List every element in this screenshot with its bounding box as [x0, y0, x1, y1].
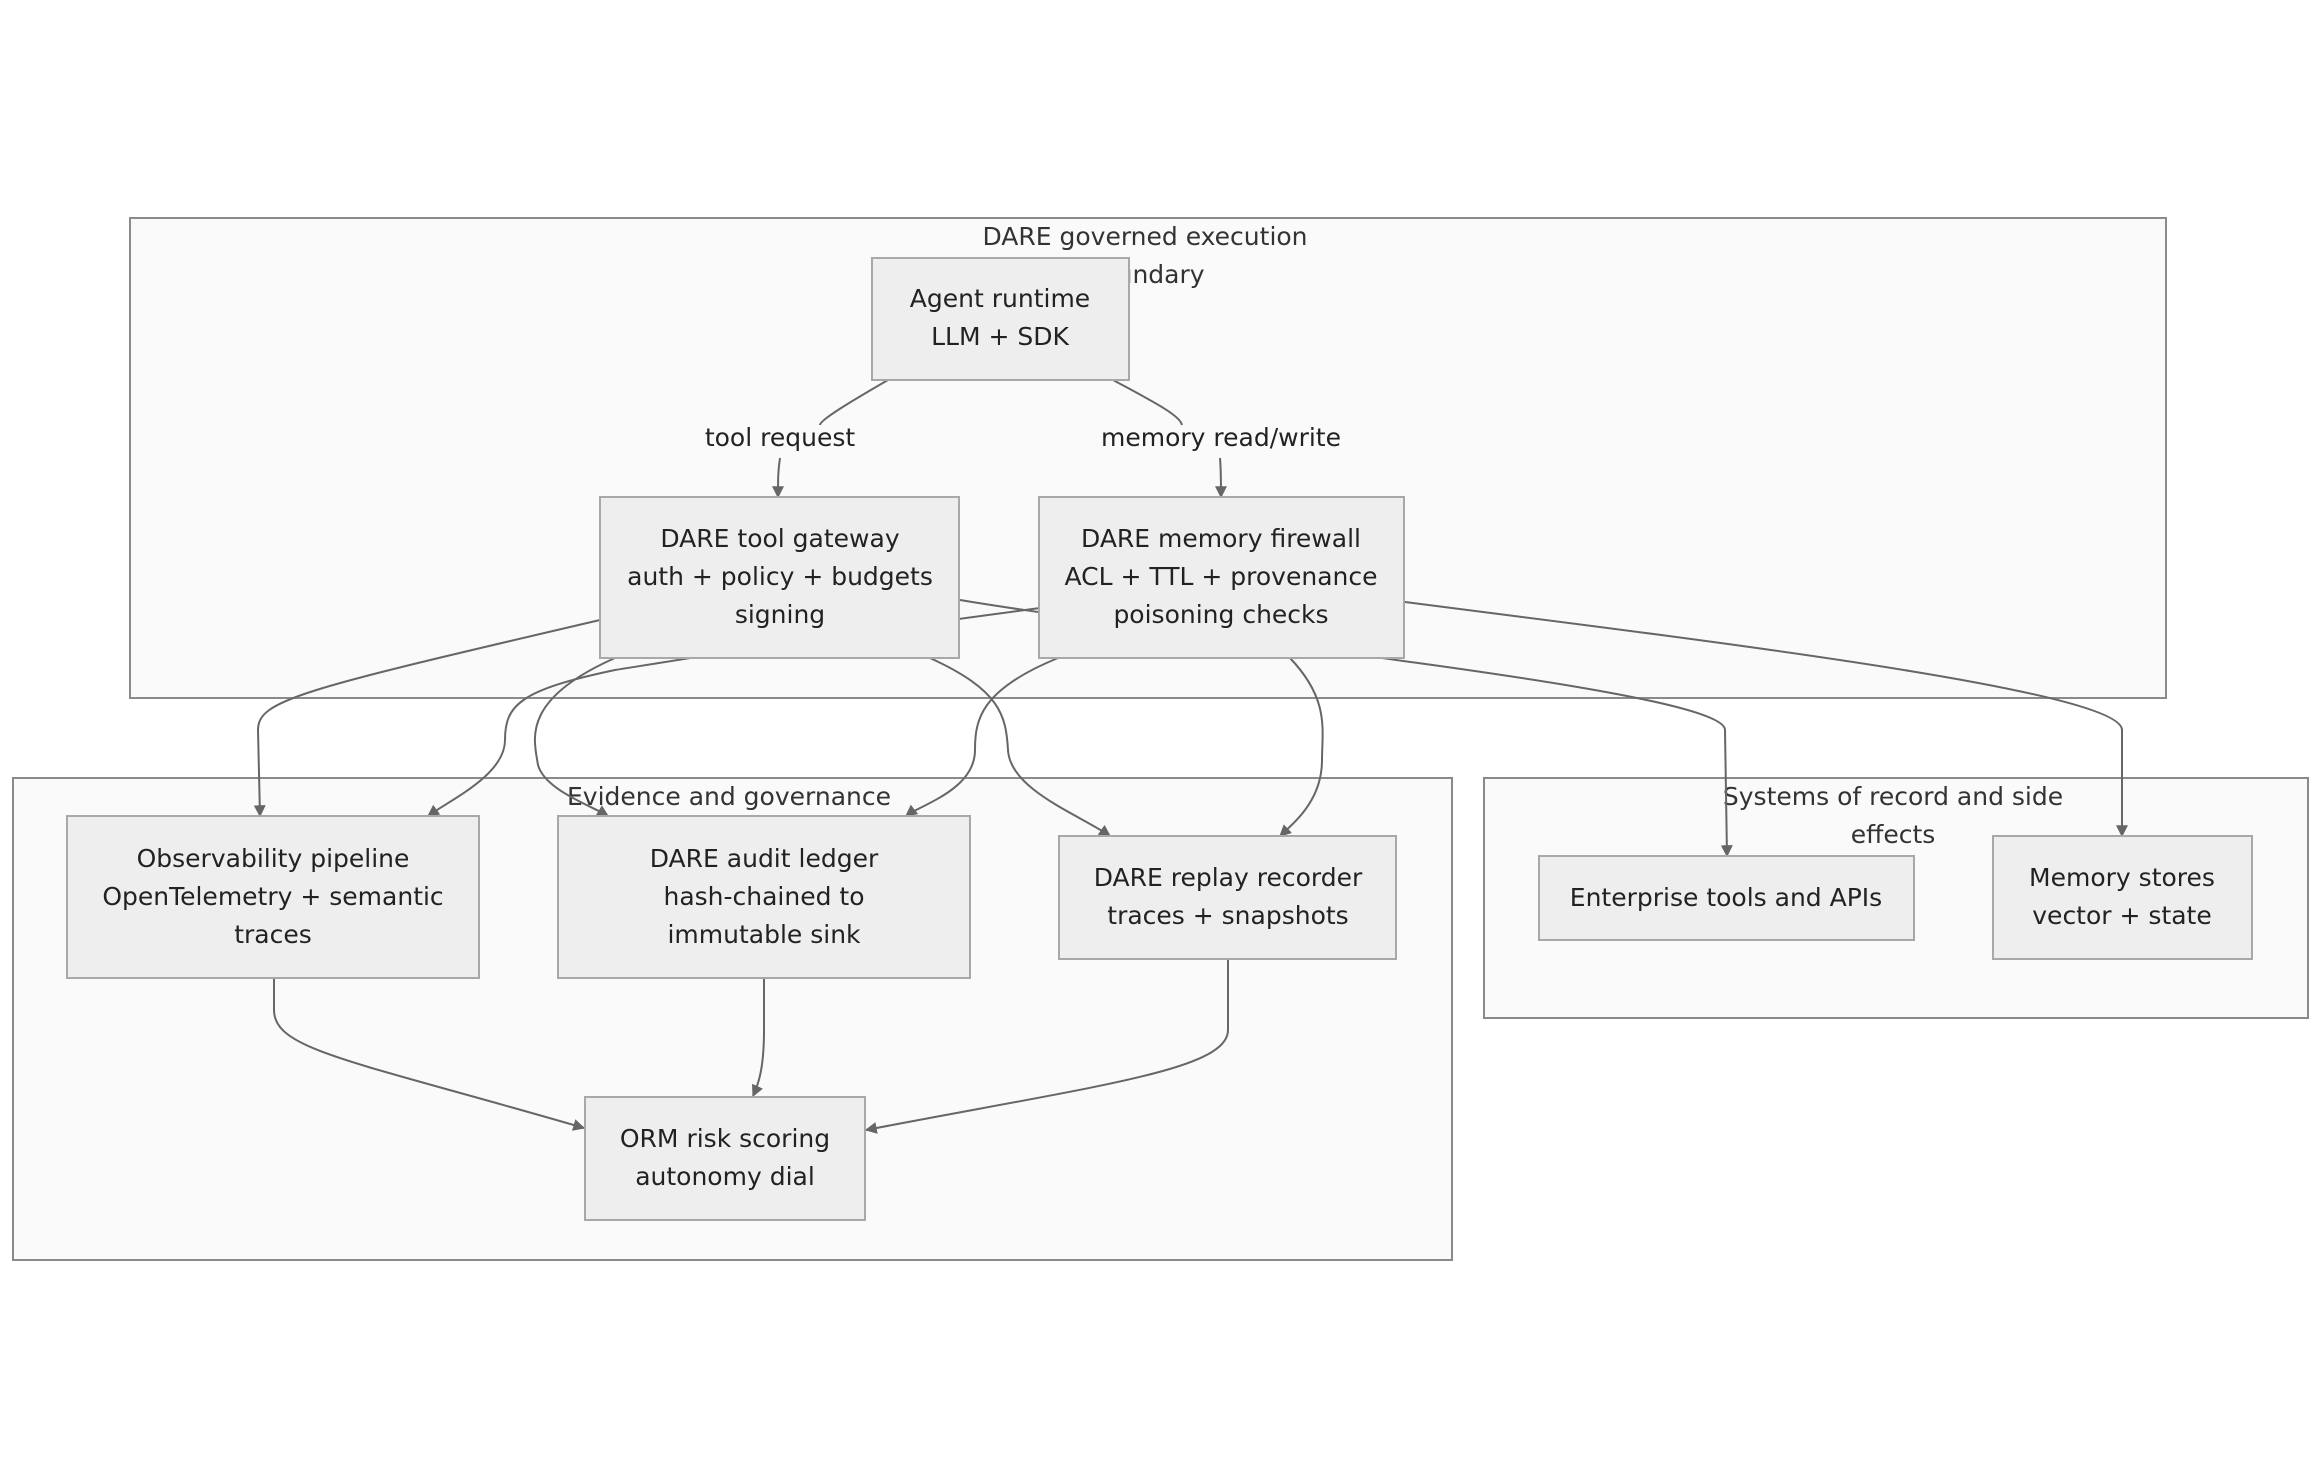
edge-label-tool-request: tool request	[705, 423, 856, 452]
node-memory-firewall-line2: ACL + TTL + provenance	[1065, 562, 1378, 591]
edge-labels: tool request memory read/write	[705, 423, 1341, 452]
node-audit-ledger-line2: hash-chained to	[663, 882, 864, 911]
node-observability-line3: traces	[234, 920, 312, 949]
node-observability-pipeline[interactable]: Observability pipeline OpenTelemetry + s…	[66, 815, 480, 979]
cluster-systems-of-record-title-1: Systems of record and side	[1723, 782, 2063, 811]
node-tool-gateway[interactable]: DARE tool gateway auth + policy + budget…	[599, 496, 960, 659]
node-agent-runtime[interactable]: Agent runtime LLM + SDK	[871, 257, 1130, 381]
node-audit-ledger-line3: immutable sink	[667, 920, 861, 949]
node-audit-ledger-line1: DARE audit ledger	[650, 844, 879, 873]
edge-gateway-to-observability	[253, 619, 601, 818]
node-memory-stores-line1: Memory stores	[2029, 863, 2215, 892]
edge-gateway-to-ledger	[533, 657, 616, 817]
node-tool-gateway-line1: DARE tool gateway	[660, 524, 899, 553]
node-memory-stores-line2: vector + state	[2032, 901, 2211, 930]
node-replay-recorder[interactable]: DARE replay recorder traces + snapshots	[1058, 835, 1397, 960]
edge-firewall-to-memory	[1404, 601, 2128, 838]
edge-observability-to-orm	[273, 978, 586, 1131]
edge-label-memory-read-write: memory read/write	[1101, 423, 1341, 452]
node-replay-recorder-line2: traces + snapshots	[1107, 901, 1348, 930]
cluster-systems-of-record-title-2: effects	[1851, 820, 1936, 849]
edge-replay-to-orm	[864, 958, 1229, 1134]
edge-firewall-to-replay	[1279, 657, 1324, 837]
node-tool-gateway-line2: auth + policy + budgets	[627, 562, 933, 591]
node-memory-firewall[interactable]: DARE memory firewall ACL + TTL + provena…	[1038, 496, 1405, 659]
edge-agent-to-firewall	[1112, 379, 1221, 497]
node-orm-line1: ORM risk scoring	[620, 1124, 830, 1153]
edge-firewall-to-ledger	[905, 657, 1059, 817]
node-agent-runtime-line1: Agent runtime	[910, 284, 1090, 313]
node-observability-line2: OpenTelemetry + semantic	[102, 882, 443, 911]
edge-agent-to-gateway	[778, 379, 889, 497]
node-enterprise-tools-line1: Enterprise tools and APIs	[1570, 883, 1882, 912]
edge-ledger-to-orm	[752, 978, 765, 1098]
node-tool-gateway-line3: signing	[735, 600, 825, 629]
node-memory-firewall-line3: poisoning checks	[1113, 600, 1328, 629]
edges	[253, 379, 2128, 1134]
node-enterprise-tools[interactable]: Enterprise tools and APIs	[1538, 855, 1915, 941]
edge-gateway-to-replay	[929, 657, 1111, 837]
node-memory-stores[interactable]: Memory stores vector + state	[1992, 835, 2253, 960]
node-orm-line2: autonomy dial	[635, 1162, 815, 1191]
node-agent-runtime-line2: LLM + SDK	[931, 322, 1069, 351]
cluster-execution-boundary-title-1: DARE governed execution	[982, 222, 1307, 251]
node-audit-ledger[interactable]: DARE audit ledger hash-chained to immuta…	[557, 815, 971, 979]
cluster-evidence-governance-title: Evidence and governance	[567, 782, 891, 811]
node-observability-line1: Observability pipeline	[137, 844, 410, 873]
node-replay-recorder-line1: DARE replay recorder	[1094, 863, 1363, 892]
node-memory-firewall-line1: DARE memory firewall	[1081, 524, 1361, 553]
node-orm-risk-scoring[interactable]: ORM risk scoring autonomy dial	[584, 1096, 866, 1221]
